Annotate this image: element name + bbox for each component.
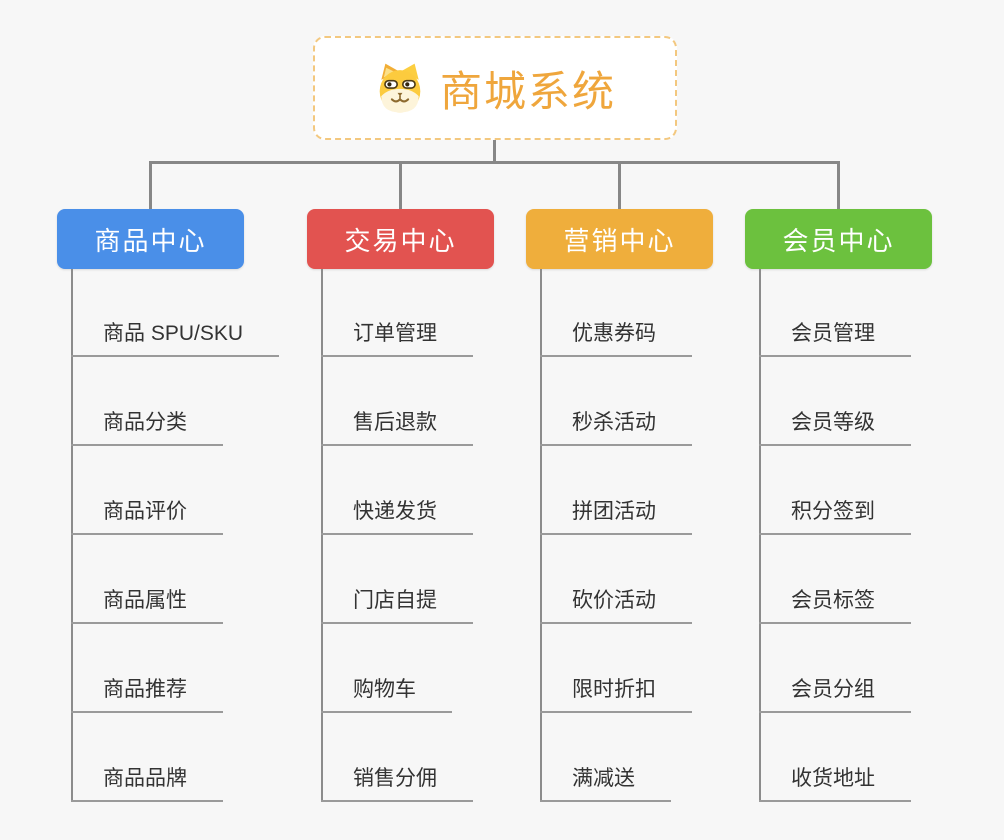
connector-drop-trade [399, 161, 402, 209]
branch-marketing: 营销中心 优惠券码 秒杀活动 拼团活动 砍价活动 限时折扣 满减送 [526, 209, 776, 809]
leaf-item[interactable]: 商品品牌 [71, 764, 223, 802]
leaf-item[interactable]: 限时折扣 [540, 675, 692, 713]
leaf-item[interactable]: 优惠券码 [540, 319, 692, 357]
root-topic-title: 商城系统 [439, 67, 616, 115]
branch-products: 商品中心 商品 SPU/SKU 商品分类 商品评价 商品属性 商品推荐 商品品牌 [57, 209, 307, 809]
connector-drop-membership [837, 161, 840, 209]
leaf-item[interactable]: 门店自提 [321, 586, 473, 624]
leaf-item[interactable]: 购物车 [321, 675, 452, 713]
leaf-item[interactable]: 销售分佣 [321, 764, 473, 802]
branch-trunk-line [321, 269, 323, 802]
leaf-item[interactable]: 商品 SPU/SKU [71, 319, 280, 357]
leaf-item[interactable]: 满减送 [540, 764, 671, 802]
branch-trunk-line [71, 269, 73, 802]
leaf-item[interactable]: 商品分类 [71, 408, 223, 446]
branch-membership: 会员中心 会员管理 会员等级 积分签到 会员标签 会员分组 收货地址 [745, 209, 995, 809]
leaf-item[interactable]: 快递发货 [321, 497, 473, 535]
leaf-item[interactable]: 售后退款 [321, 408, 473, 446]
branch-trade: 交易中心 订单管理 售后退款 快递发货 门店自提 购物车 销售分佣 [307, 209, 557, 809]
branch-header-products[interactable]: 商品中心 [57, 209, 244, 269]
branch-header-membership[interactable]: 会员中心 [745, 209, 932, 269]
leaf-item[interactable]: 订单管理 [321, 319, 473, 357]
leaf-item[interactable]: 会员等级 [759, 408, 911, 446]
branch-trunk-line [759, 269, 761, 802]
branch-header-marketing[interactable]: 营销中心 [526, 209, 713, 269]
connector-drop-products [149, 161, 152, 209]
leaf-item[interactable]: 秒杀活动 [540, 408, 692, 446]
leaf-item[interactable]: 会员标签 [759, 586, 911, 624]
leaf-item[interactable]: 砍价活动 [540, 586, 692, 624]
connector-root-stub [493, 140, 496, 164]
connector-horizontal-rail [149, 161, 840, 164]
leaf-item[interactable]: 会员分组 [759, 675, 911, 713]
dog-face-icon [374, 62, 426, 114]
root-topic-node[interactable]: 商城系统 [313, 36, 677, 140]
leaf-item[interactable]: 积分签到 [759, 497, 911, 535]
leaf-item[interactable]: 商品属性 [71, 586, 223, 624]
branch-header-trade[interactable]: 交易中心 [307, 209, 494, 269]
leaf-item[interactable]: 拼团活动 [540, 497, 692, 535]
branch-trunk-line [540, 269, 542, 802]
leaf-item[interactable]: 商品推荐 [71, 675, 223, 713]
leaf-item[interactable]: 会员管理 [759, 319, 911, 357]
leaf-item[interactable]: 收货地址 [759, 764, 911, 802]
leaf-item[interactable]: 商品评价 [71, 497, 223, 535]
connector-drop-marketing [618, 161, 621, 209]
